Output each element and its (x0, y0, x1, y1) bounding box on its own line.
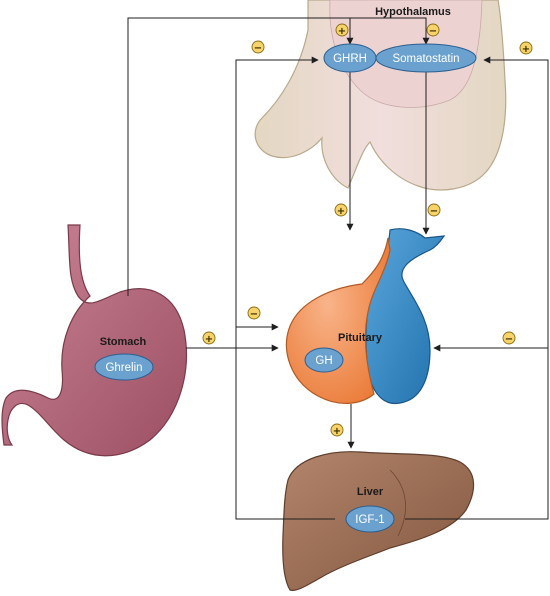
svg-text:−: − (505, 334, 513, 345)
ghrh-label: GHRH (333, 53, 367, 65)
svg-text:+: + (337, 206, 345, 217)
svg-text:−: − (429, 26, 437, 37)
pituitary-organ (285, 228, 446, 405)
svg-text:−: − (254, 43, 262, 54)
ghrelin-label: Ghrelin (105, 362, 142, 374)
svg-text:+: + (205, 334, 213, 345)
liver-label: Liver (357, 486, 384, 498)
stomach-label: Stomach (100, 336, 147, 348)
gh-label: GH (315, 355, 332, 367)
pituitary-label: Pituitary (338, 332, 383, 344)
igf1-feedback-line-left (235, 56, 335, 520)
svg-text:−: − (250, 309, 258, 320)
igf1-feedback-line-right (405, 56, 549, 520)
stomach-organ (1, 224, 187, 457)
stomach-to-ghrh-line (127, 17, 430, 296)
plus-sign-gh-liver: + (330, 423, 344, 437)
hypothalamus-organ (254, 0, 507, 191)
plus-sign-igf1-somatostatin: + (519, 41, 533, 55)
minus-sign-igf1-pituitary-right: − (502, 331, 516, 345)
minus-sign-igf1-pituitary-left: − (247, 306, 261, 320)
plus-sign-stomach-ghrh: + (335, 23, 349, 37)
svg-text:+: + (338, 26, 346, 37)
plus-sign-ghrelin-pituitary: + (202, 331, 216, 345)
minus-sign-igf1-ghrh: − (251, 40, 265, 54)
ghrh-pill: GHRH (323, 43, 377, 73)
minus-sign-somatostatin-pituitary: − (427, 203, 441, 217)
plus-sign-ghrh-pituitary: + (334, 203, 348, 217)
svg-text:−: − (430, 206, 438, 217)
ghrelin-pill: Ghrelin (94, 353, 154, 381)
igf1-pill: IGF-1 (345, 505, 395, 533)
gh-pill: GH (304, 347, 344, 373)
somatostatin-label: Somatostatin (392, 53, 459, 65)
svg-text:+: + (333, 426, 341, 437)
minus-sign-stomach-somatostatin: − (426, 23, 440, 37)
hypothalamus-label: Hypothalamus (375, 6, 451, 18)
igf1-label: IGF-1 (355, 514, 384, 526)
somatostatin-pill: Somatostatin (375, 43, 477, 73)
svg-text:+: + (522, 44, 530, 55)
